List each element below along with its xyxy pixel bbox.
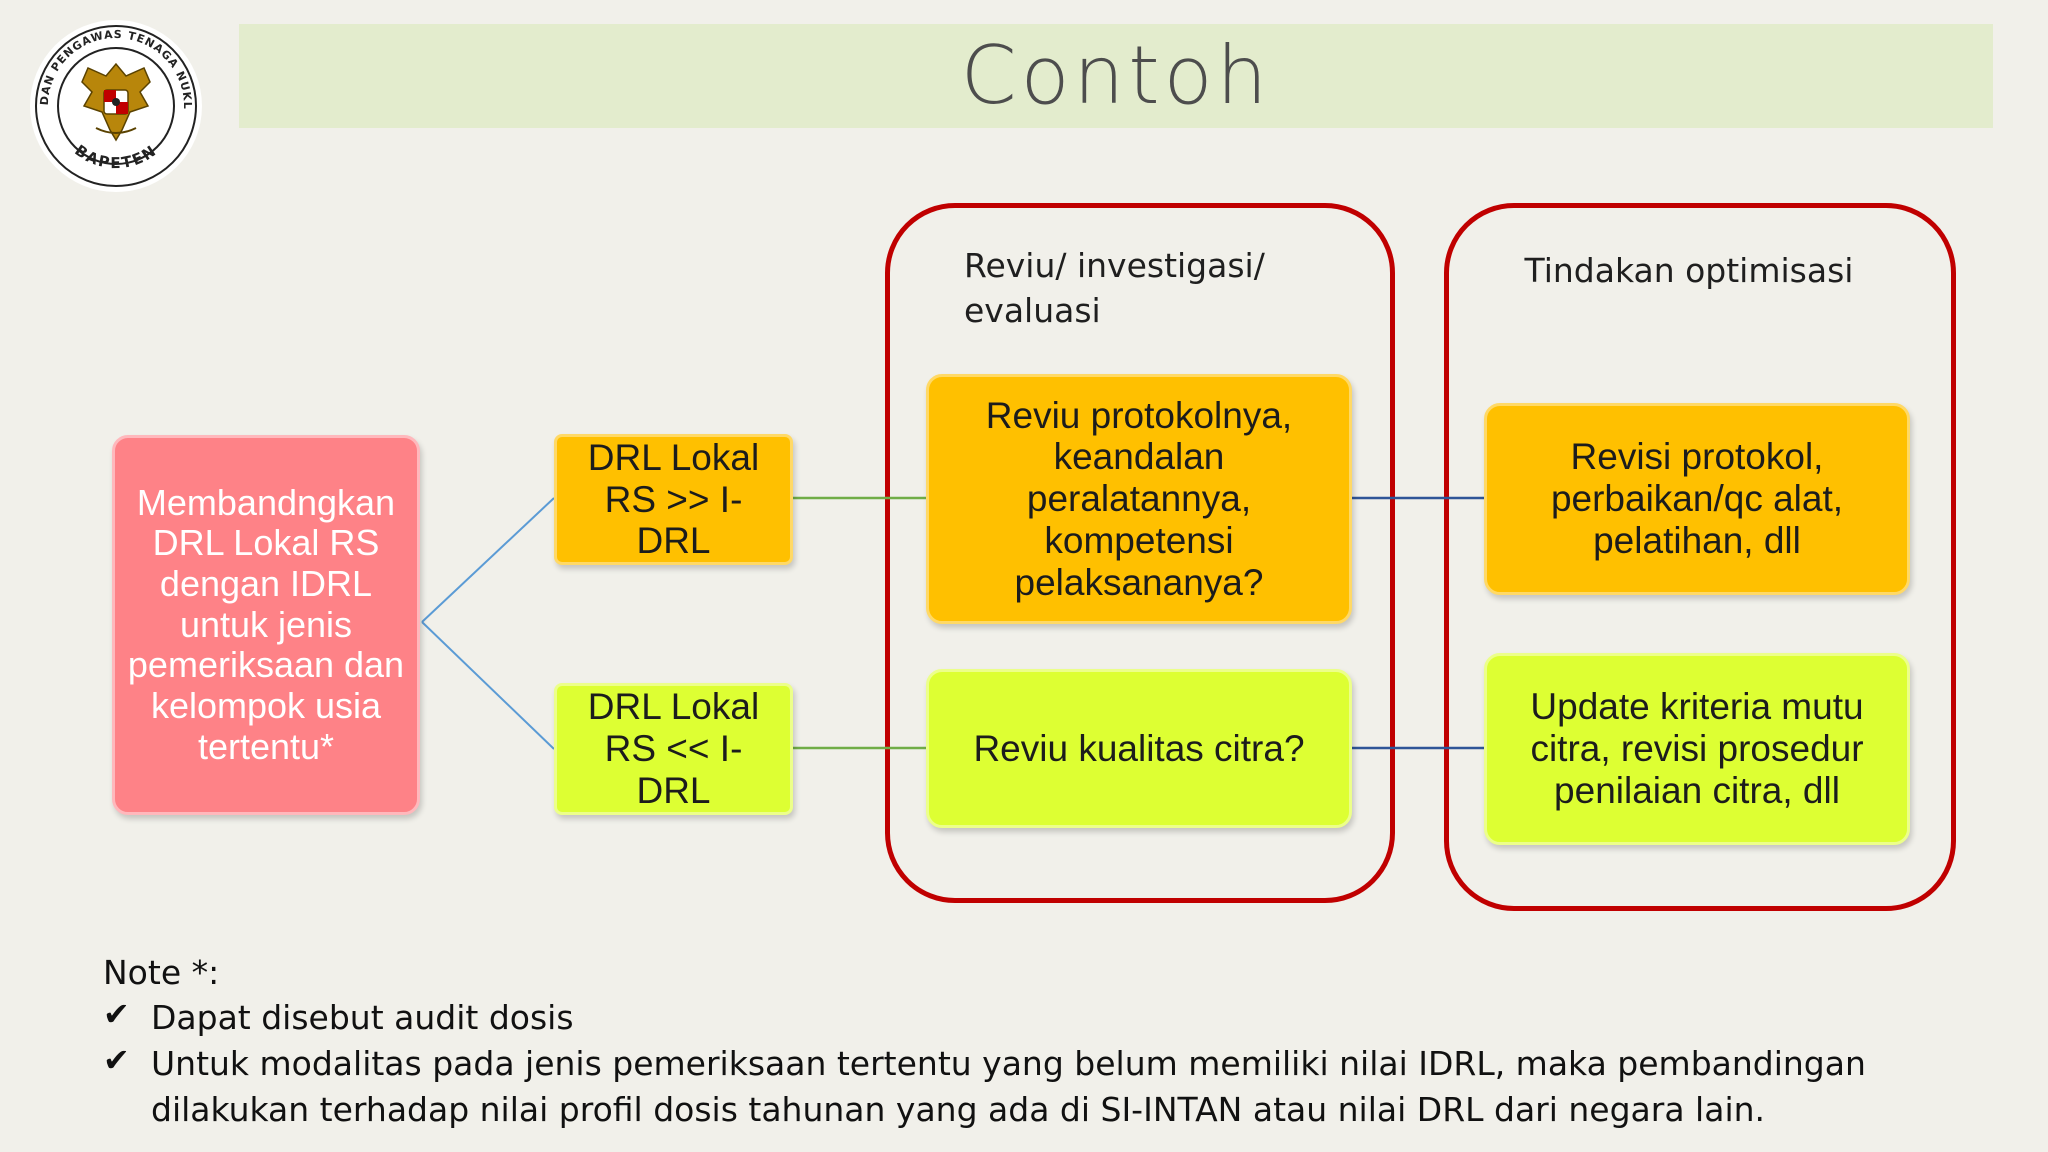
checkmark-icon: ✔ [103, 995, 130, 1033]
note-item-1: Dapat disebut audit dosis [151, 998, 574, 1037]
title-bar [239, 24, 1993, 128]
condition-low-box: DRL Lokal RS << I-DRL [554, 683, 793, 815]
slide-title: Contoh [960, 29, 1272, 122]
condition-low-text: DRL Lokal RS << I-DRL [587, 686, 760, 811]
review-high-box: Reviu protokolnya, keandalan peralatanny… [926, 374, 1352, 624]
review-low-box: Reviu kualitas citra? [926, 669, 1352, 828]
note-item-2: Untuk modalitas pada jenis pemeriksaan t… [151, 1044, 1866, 1129]
review-group-label: Reviu/ investigasi/ evaluasi [964, 246, 1265, 330]
review-high-text: Reviu protokolnya, keandalan peralatanny… [985, 394, 1293, 603]
checkmark-icon: ✔ [103, 1041, 130, 1079]
action-group-frame [1444, 203, 1956, 911]
start-text: Membandngkan DRL Lokal RS dengan IDRL un… [127, 481, 405, 767]
review-low-text: Reviu kualitas citra? [973, 727, 1305, 769]
action-low-box: Update kriteria mutu citra, revisi prose… [1484, 653, 1910, 845]
condition-high-text: DRL Lokal RS >> I-DRL [587, 436, 760, 562]
action-high-text: Revisi protokol, perbaikan/qc alat, pela… [1550, 436, 1844, 561]
connector-start-to-low [421, 621, 555, 750]
condition-high-box: DRL Lokal RS >> I-DRL [554, 434, 793, 565]
start-box: Membandngkan DRL Lokal RS dengan IDRL un… [112, 435, 420, 815]
bapeten-logo: BADAN PENGAWAS TENAGA NUKLIR BAPETEN [26, 16, 202, 192]
action-group-label: Tindakan optimisasi [1524, 251, 1854, 290]
connector-start-to-high [421, 497, 555, 623]
action-high-box: Revisi protokol, perbaikan/qc alat, pela… [1484, 403, 1910, 595]
note-heading: Note *: [103, 953, 220, 992]
review-group-frame [885, 203, 1395, 903]
action-low-text: Update kriteria mutu citra, revisi prose… [1530, 686, 1864, 811]
